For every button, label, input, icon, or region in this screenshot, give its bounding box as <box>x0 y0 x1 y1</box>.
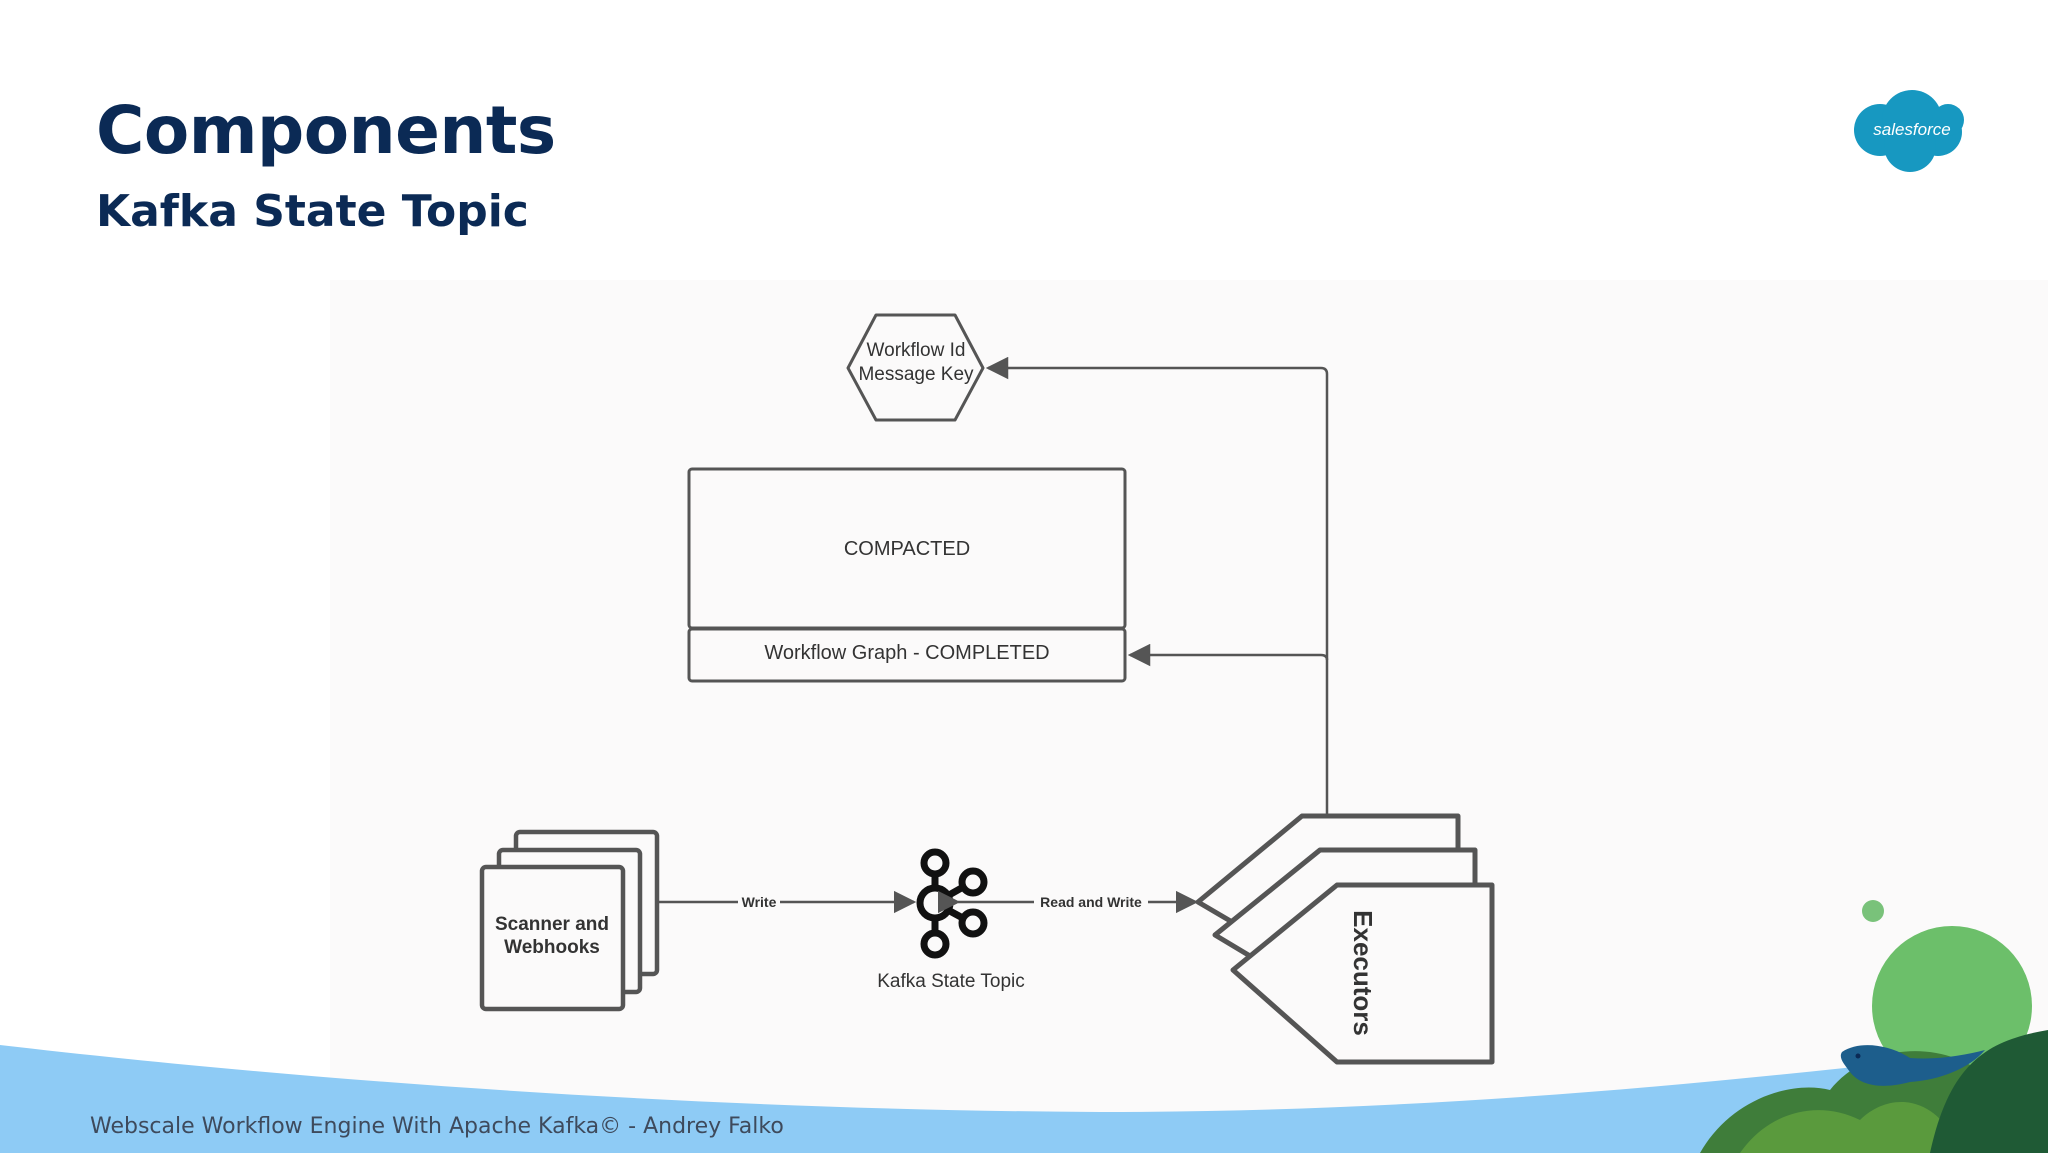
compacted-box: COMPACTED <box>689 469 1125 628</box>
scanner-label-line-1: Scanner and <box>495 914 609 935</box>
executors-label: Executors <box>1348 910 1378 1036</box>
completed-box: Workflow Graph - COMPLETED <box>689 629 1125 681</box>
hexagon-line-1: Workflow Id <box>867 340 966 361</box>
message-key-hexagon: Workflow Id Message Key <box>848 315 983 420</box>
write-edge-label: Write <box>742 894 777 910</box>
scanner-label-line-2: Webhooks <box>504 937 600 958</box>
executors-stack: Executors <box>1198 816 1492 1062</box>
scanner-webhooks-stack: Scanner and Webhooks <box>482 832 657 1009</box>
kafka-label: Kafka State Topic <box>877 971 1025 992</box>
kafka-icon <box>920 852 984 955</box>
executors-to-completed-connector <box>1130 655 1327 660</box>
compacted-label: COMPACTED <box>844 538 970 560</box>
hexagon-line-2: Message Key <box>858 364 974 385</box>
completed-label: Workflow Graph - COMPLETED <box>764 642 1049 664</box>
footer-text: Webscale Workflow Engine With Apache Kaf… <box>90 1114 784 1139</box>
read-write-edge-label: Read and Write <box>1040 894 1142 910</box>
